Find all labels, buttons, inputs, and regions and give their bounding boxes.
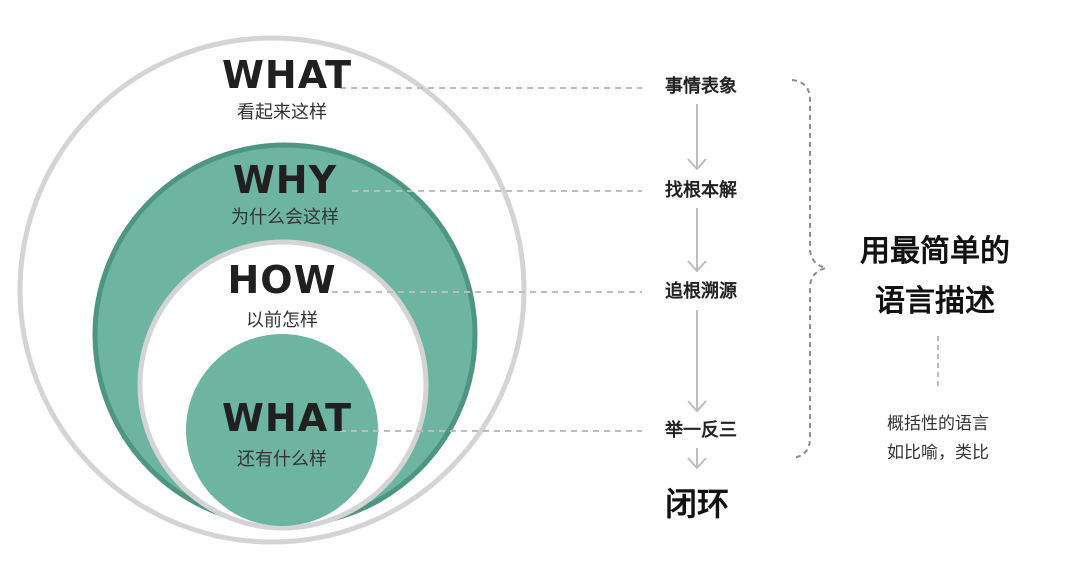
- step-generalize: 举一反三: [642, 422, 760, 440]
- how-subtitle: 以前怎样: [246, 310, 318, 331]
- why-subtitle: 为什么会这样: [231, 207, 339, 228]
- step-surface: 事情表象: [642, 78, 760, 96]
- summary-line-1: 用最简单的: [860, 234, 1010, 269]
- outer-subtitle: 看起来这样: [237, 102, 327, 123]
- inner-title: WHAT: [222, 396, 353, 440]
- step-trace-origin: 追根溯源: [642, 283, 760, 301]
- how-title: HOW: [227, 258, 337, 302]
- why-title: WHY: [232, 158, 338, 202]
- arrow-4: [687, 448, 707, 470]
- summary-line-2: 语言描述: [875, 284, 995, 319]
- step-root-solution: 找根本解: [642, 182, 760, 200]
- arrow-1: [687, 104, 707, 171]
- arrow-2: [687, 208, 707, 273]
- arrow-3: [687, 310, 707, 413]
- note-line-1: 概括性的语言: [887, 414, 989, 434]
- outer-title: WHAT: [222, 53, 353, 97]
- result-closed-loop: 闭环: [664, 485, 729, 523]
- inner-subtitle: 还有什么样: [237, 449, 327, 470]
- curly-brace: [791, 79, 827, 459]
- inner-circle: [186, 334, 378, 526]
- note-line-2: 如比喻，类比: [887, 443, 989, 463]
